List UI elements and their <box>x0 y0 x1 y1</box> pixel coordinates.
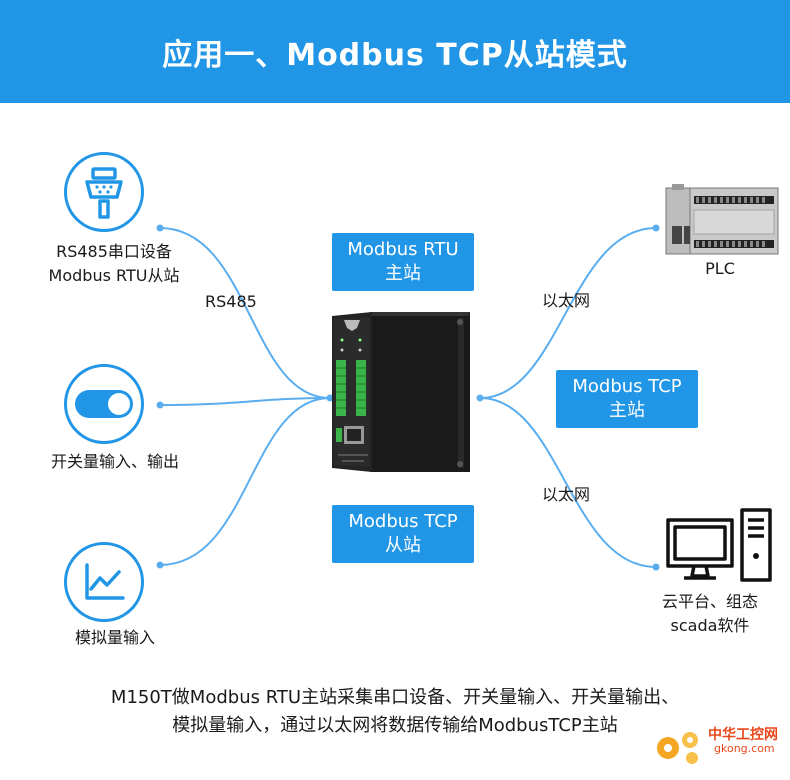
rs485-device-label-line1: RS485串口设备 <box>56 242 172 261</box>
line-chart-icon <box>64 542 144 622</box>
wire-cloud <box>479 397 657 568</box>
tcp-master-line2: 主站 <box>609 400 645 421</box>
ethernet-label-top: 以太网 <box>542 291 591 310</box>
watermark-line2: gkong.com <box>714 742 775 755</box>
modbus-tcp-master-box: Modbus TCP 主站 <box>556 370 698 428</box>
tcp-master-line1: Modbus TCP <box>572 376 682 397</box>
cloud-label-line1: 云平台、组态 <box>661 592 758 611</box>
rs485-device-label-line2: Modbus RTU从站 <box>48 266 180 285</box>
tcp-slave-line1: Modbus TCP <box>348 511 458 532</box>
rtu-master-line1: Modbus RTU <box>347 239 459 260</box>
serial-port-icon <box>64 152 144 232</box>
modbus-tcp-slave-box: Modbus TCP 从站 <box>332 505 474 563</box>
page-title: 应用一、Modbus TCP从站模式 <box>162 37 628 73</box>
cloud-label-line2: scada软件 <box>670 616 750 635</box>
footer-line1: M150T做Modbus RTU主站采集串口设备、开关量输入、开关量输出、 <box>110 687 680 708</box>
switch-io-label: 开关量输入、输出 <box>50 452 179 471</box>
footer-description: M150T做Modbus RTU主站采集串口设备、开关量输入、开关量输出、 模拟… <box>0 684 790 740</box>
footer-line2: 模拟量输入，通过以太网将数据传输给ModbusTCP主站 <box>172 715 618 736</box>
ethernet-label-bottom: 以太网 <box>542 485 591 504</box>
rs485-device-label: RS485串口设备 Modbus RTU从站 <box>24 240 204 288</box>
m150t-device-image <box>332 312 470 472</box>
plc-label: PLC <box>705 259 735 278</box>
wire-rs485 <box>159 227 331 399</box>
modbus-rtu-master-box: Modbus RTU 主站 <box>332 233 474 291</box>
plc-icon <box>665 184 779 255</box>
wire-switch <box>159 397 331 406</box>
toggle-switch-icon <box>64 364 144 444</box>
gkong-watermark: 中华工控网 gkong.com <box>652 722 787 772</box>
wire-analog <box>159 397 331 566</box>
computer-icon <box>666 508 772 582</box>
watermark-line1: 中华工控网 <box>708 727 778 743</box>
rs485-wire-label: RS485 <box>205 292 257 311</box>
header-banner: 应用一、Modbus TCP从站模式 <box>0 0 790 103</box>
analog-input-label: 模拟量输入 <box>74 628 155 647</box>
cloud-scada-label: 云平台、组态 scada软件 <box>652 590 768 638</box>
wire-plc <box>479 227 657 399</box>
rtu-master-line2: 主站 <box>385 263 421 284</box>
tcp-slave-line2: 从站 <box>385 535 421 556</box>
gear-icon <box>657 732 698 764</box>
